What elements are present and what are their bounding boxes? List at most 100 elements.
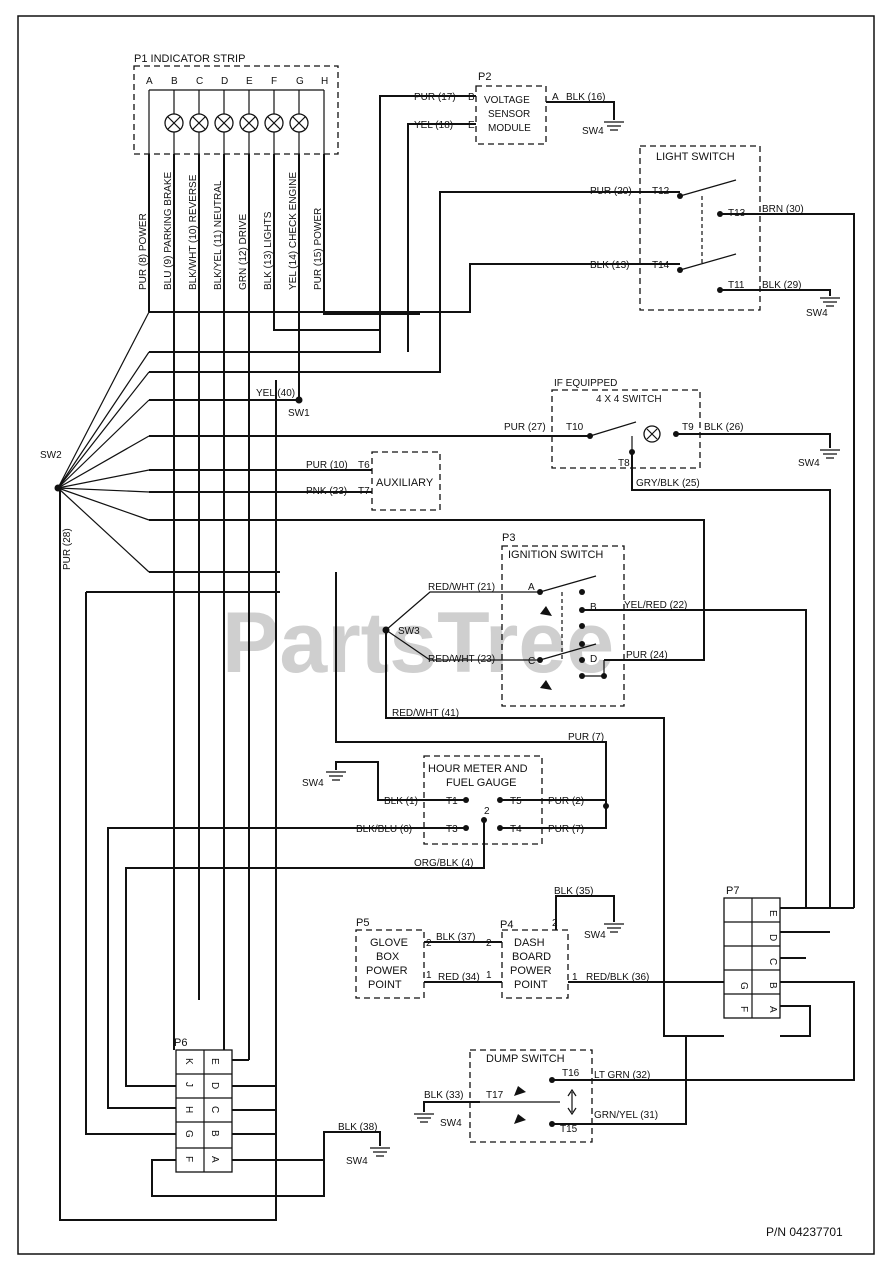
dash-board-line-4: POINT xyxy=(514,979,548,991)
hour-wire-t3: BLK/BLU (6) xyxy=(356,824,412,835)
lamp-icon xyxy=(164,113,184,133)
p6-pin: F xyxy=(183,1156,194,1162)
diode-icon xyxy=(540,606,552,616)
wire-label: YEL (14) CHECK ENGINE xyxy=(288,172,299,290)
ground-icon xyxy=(820,449,840,459)
four-by-four-box xyxy=(551,389,701,469)
voltage-sensor-box xyxy=(475,85,547,145)
dash-pin-2b: 2 xyxy=(552,918,558,929)
light-t14: T14 xyxy=(652,260,670,271)
wire-label: PUR (8) POWER xyxy=(138,213,149,290)
glove-box-line-1: GLOVE xyxy=(370,937,408,949)
four-wire-t10: PUR (27) xyxy=(504,422,546,433)
indicator-wire-labels: PUR (8) POWER BLU (9) PARKING BRAKE BLK/… xyxy=(138,171,324,290)
voltage-sensor-title-3: MODULE xyxy=(488,123,531,134)
aux-wire-t7: PNK (23) xyxy=(306,486,347,497)
hour-ground: SW4 xyxy=(302,778,324,789)
watermark: PartsTree xyxy=(222,595,614,691)
pin-d-label: D xyxy=(221,76,228,87)
dash-pin-1: 1 xyxy=(486,970,492,981)
voltage-pin-a: A xyxy=(552,92,559,103)
dash-wire-35: BLK (35) xyxy=(554,886,593,897)
glove-pin-2: 2 xyxy=(426,938,432,949)
lamp-icon xyxy=(189,113,209,133)
voltage-sensor-title-1: VOLTAGE xyxy=(484,95,530,106)
ground-icon xyxy=(604,923,624,933)
hour-t5: T5 xyxy=(510,796,522,807)
glove-box-id: P5 xyxy=(356,917,369,929)
yel40-label: YEL (40) xyxy=(256,388,295,399)
light-wire-t14: BLK (13) xyxy=(590,260,629,271)
ignition-pin-d: D xyxy=(590,654,597,665)
p6-pin: B xyxy=(209,1130,220,1137)
ground-icon xyxy=(370,1147,390,1157)
sw2-fan xyxy=(54,311,150,573)
dump-ground: SW4 xyxy=(440,1118,462,1129)
pin-e-label: E xyxy=(246,76,253,87)
dump-wire-t16: LT GRN (32) xyxy=(594,1070,650,1081)
wire-label: PUR (15) POWER xyxy=(313,208,324,290)
voltage-wire-a: BLK (16) xyxy=(566,92,605,103)
ignition-pin-c: C xyxy=(528,656,535,667)
p6-pin: D xyxy=(209,1082,220,1089)
dump-wire-t15: GRN/YEL (31) xyxy=(594,1110,658,1121)
sw1-label: SW1 xyxy=(288,408,310,419)
ground-icon xyxy=(820,297,840,307)
glove-box-line-2: BOX xyxy=(376,951,400,963)
glove-box-line-3: POWER xyxy=(366,965,408,977)
four-ground: SW4 xyxy=(798,458,820,469)
light-switch-box xyxy=(639,145,761,311)
light-wire-t13: BRN (30) xyxy=(762,204,804,215)
dash-wire-34: RED (34) xyxy=(438,972,480,983)
p7-pin: G xyxy=(738,982,749,990)
lamp-icon xyxy=(643,425,661,443)
p6-wire-38: BLK (38) xyxy=(338,1122,377,1133)
p7-pin: D xyxy=(767,934,778,941)
pur28-label: PUR (28) xyxy=(62,528,73,570)
p7-pin: E xyxy=(767,910,778,917)
diode-icon xyxy=(514,1114,526,1124)
pin-g-label: G xyxy=(296,76,304,87)
pin-c-label: C xyxy=(196,76,203,87)
lamp-icon xyxy=(239,113,259,133)
ignition-wire-b: YEL/RED (22) xyxy=(624,600,687,611)
p6-pin: A xyxy=(209,1156,220,1163)
voltage-pin-e: E xyxy=(468,120,475,131)
dash-board-id: P4 xyxy=(500,919,513,931)
voltage-ground: SW4 xyxy=(582,126,604,137)
indicator-pin-labels: A B C D E F G H xyxy=(146,76,328,87)
hour-wire-top: PUR (7) xyxy=(568,732,604,743)
dash-board-box xyxy=(501,929,569,999)
p6-connector: K E J D H C G B F A xyxy=(175,1049,233,1173)
voltage-sensor-title-2: SENSOR xyxy=(488,109,530,120)
dump-t16: T16 xyxy=(562,1068,580,1079)
wire-label: BLK (13) LIGHTS xyxy=(263,211,274,290)
p7-pin: A xyxy=(767,1006,778,1013)
light-wire-t12: PUR (20) xyxy=(590,186,632,197)
wire-label: BLK/WHT (10) REVERSE xyxy=(188,174,199,290)
aux-wire-t6: PUR (10) xyxy=(306,460,348,471)
glove-pin-1: 1 xyxy=(426,970,432,981)
dash-ground: SW4 xyxy=(584,930,606,941)
light-switch-title: LIGHT SWITCH xyxy=(656,151,735,163)
crossover-wires xyxy=(149,191,705,610)
pin-h-label: H xyxy=(321,76,328,87)
dump-t15: T15 xyxy=(560,1124,578,1135)
auxiliary-title: AUXILIARY xyxy=(376,477,434,489)
ignition-wire-41: RED/WHT (41) xyxy=(392,708,459,719)
p6-pin: G xyxy=(183,1130,194,1138)
dash-pin-2: 2 xyxy=(486,938,492,949)
indicator-strip-box xyxy=(133,65,339,155)
wire-label: BLK/YEL (11) NEUTRAL xyxy=(213,180,224,290)
dump-wire-t17: BLK (33) xyxy=(424,1090,463,1101)
hour-t1: T1 xyxy=(446,796,458,807)
p6-pin: H xyxy=(183,1106,194,1113)
p6-pin: J xyxy=(183,1082,194,1087)
pin-f-label: F xyxy=(271,76,277,87)
ignition-wire-c: RED/WHT (23) xyxy=(428,654,495,665)
diagram-border xyxy=(17,15,875,1255)
aux-t6: T6 xyxy=(358,460,370,471)
lamp-icon xyxy=(214,113,234,133)
four-wire-t8: GRY/BLK (25) xyxy=(636,478,700,489)
ignition-pin-b: B xyxy=(590,602,597,613)
